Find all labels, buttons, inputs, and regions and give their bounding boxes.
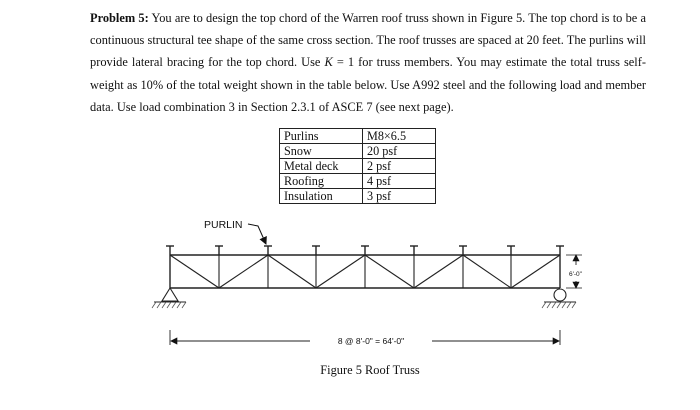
pin-support-icon <box>151 286 187 309</box>
load-data-table: Purlins M8×6.5 Snow 20 psf Metal deck 2 … <box>279 128 436 204</box>
purlin-label: PURLIN <box>204 219 243 231</box>
purlins <box>166 245 564 255</box>
load-item-cell: Metal deck <box>279 158 363 174</box>
purlin-icon <box>215 245 223 255</box>
height-dimension <box>566 254 582 289</box>
table-row: Insulation 3 psf <box>279 188 436 204</box>
problem-text-part-1: You are to design the top chord of the W… <box>90 11 646 70</box>
web-diagonal <box>462 254 512 289</box>
problem-text-part-2: = 1 for truss members. You may estimate … <box>90 55 647 114</box>
table-row: Metal deck 2 psf <box>279 158 436 174</box>
web-diagonal <box>267 254 317 289</box>
purlin-icon <box>166 245 174 255</box>
table-row: Snow 20 psf <box>279 143 436 159</box>
problem-label: Problem 5: <box>90 11 149 25</box>
purlin-icon <box>361 245 369 255</box>
web-diagonal <box>364 254 415 289</box>
purlin-icon <box>312 245 320 255</box>
web-diagonal <box>315 254 366 289</box>
problem-statement: Problem 5: You are to design the top cho… <box>90 7 646 118</box>
purlin-icon <box>507 245 515 255</box>
web-diagonal <box>413 254 464 289</box>
purlin-icon <box>264 245 272 255</box>
purlin-icon <box>410 245 418 255</box>
load-value-cell: 3 psf <box>362 188 436 204</box>
web-diagonal <box>218 254 269 289</box>
roller-support-icon <box>541 288 577 309</box>
span-dimension <box>169 330 561 345</box>
load-item-cell: Insulation <box>279 188 363 204</box>
load-value-cell: 4 psf <box>362 173 436 189</box>
load-value-cell: 2 psf <box>362 158 436 174</box>
web-diagonal <box>510 254 561 289</box>
span-dimension-label: 8 @ 8'-0" = 64'-0" <box>338 336 404 346</box>
height-dimension-label: 6'-0" <box>569 271 583 278</box>
figure-caption: Figure 5 Roof Truss <box>320 363 420 377</box>
purlin-leader-arrow <box>247 223 267 245</box>
purlin-icon <box>459 245 467 255</box>
web-diagonal <box>169 254 220 289</box>
truss-web-members <box>169 254 561 289</box>
k-symbol: K <box>324 55 333 70</box>
purlin-icon <box>556 245 564 255</box>
